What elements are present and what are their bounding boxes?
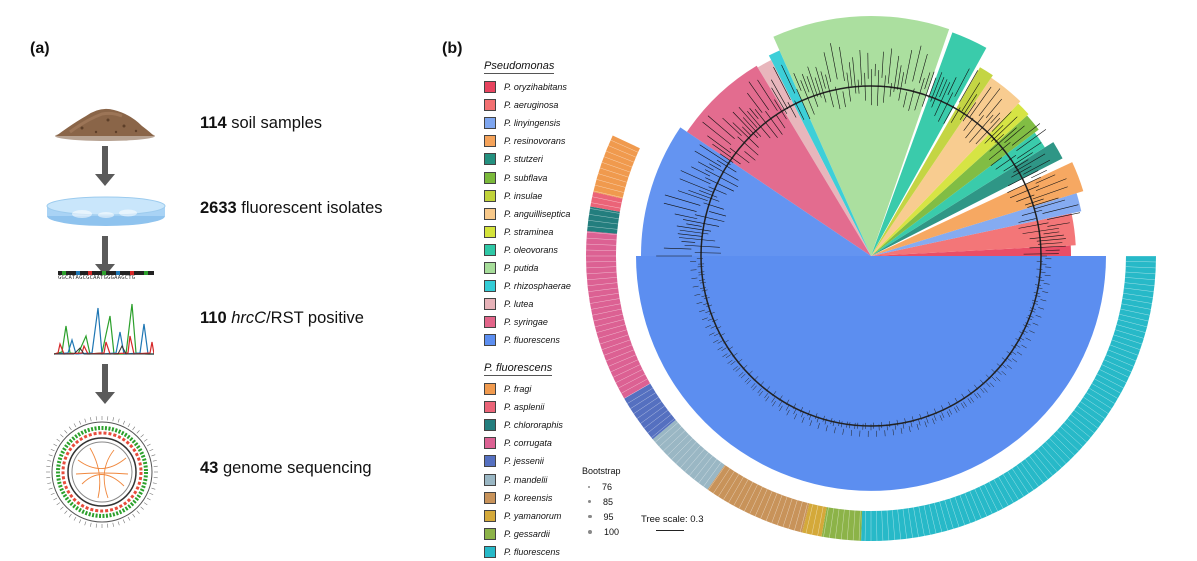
bootstrap-item: 100 xyxy=(582,524,621,539)
legend-item: P. asplenii xyxy=(484,398,563,416)
legend-pseudomonas-title: Pseudomonas xyxy=(484,60,554,74)
legend-item: P. fragi xyxy=(484,380,563,398)
legend-swatch xyxy=(484,419,496,431)
legend-label: P. koreensis xyxy=(504,493,552,503)
legend-swatch xyxy=(484,262,496,274)
legend-swatch xyxy=(484,190,496,202)
legend-label: P. corrugata xyxy=(504,438,552,448)
legend-swatch xyxy=(484,244,496,256)
legend-swatch xyxy=(484,474,496,486)
legend-swatch xyxy=(484,546,496,558)
legend-label: P. mandelii xyxy=(504,475,547,485)
legend-swatch xyxy=(484,153,496,165)
bootstrap-legend: Bootstrap 76 85 95 100 xyxy=(582,466,621,539)
legend-item: P. jessenii xyxy=(484,452,563,470)
legend-item: P. linyingensis xyxy=(484,114,571,132)
legend-label: P. straminea xyxy=(504,227,553,237)
legend-label: P. insulae xyxy=(504,191,542,201)
legend-swatch xyxy=(484,226,496,238)
legend-label: P. fluorescens xyxy=(504,335,560,345)
bootstrap-title: Bootstrap xyxy=(582,466,621,476)
legend-pseudomonas: Pseudomonas P. oryzihabitans P. aeruginos… xyxy=(484,56,571,349)
legend-label: P. fluorescens xyxy=(504,547,560,557)
legend-label: P. oryzihabitans xyxy=(504,82,567,92)
legend-label: P. putida xyxy=(504,263,538,273)
legend-label: P. oleovorans xyxy=(504,245,558,255)
legend-label: P. rhizosphaerae xyxy=(504,281,571,291)
legend-item: P. putida xyxy=(484,259,571,277)
legend-item: P. fluorescens xyxy=(484,543,563,561)
tree-scale-bar xyxy=(656,530,684,531)
legend-label: P. linyingensis xyxy=(504,118,560,128)
legend-label: P. aeruginosa xyxy=(504,100,558,110)
legend-label: P. subflava xyxy=(504,173,547,183)
legend-item: P. rhizosphaerae xyxy=(484,277,571,295)
legend-label: P. syringae xyxy=(504,317,548,327)
legend-swatch xyxy=(484,172,496,184)
legend-swatch xyxy=(484,280,496,292)
bootstrap-item: 95 xyxy=(582,509,621,524)
legend-item: P. aeruginosa xyxy=(484,96,571,114)
legend-swatch xyxy=(484,455,496,467)
legend-swatch xyxy=(484,492,496,504)
legend-item: P. oleovorans xyxy=(484,241,571,259)
legend-item: P. koreensis xyxy=(484,489,563,507)
legend-fluorescens: P. fluorescens P. fragi P. asplenii P. chl… xyxy=(484,358,563,561)
legend-label: P. gessardii xyxy=(504,529,550,539)
legend-label: P. anguilliseptica xyxy=(504,209,570,219)
legend-label: P. resinovorans xyxy=(504,136,565,146)
legend-item: P. yamanorum xyxy=(484,507,563,525)
legend-label: P. jessenii xyxy=(504,456,544,466)
legend-item: P. syringae xyxy=(484,313,571,331)
legend-item: P. resinovorans xyxy=(484,132,571,150)
legend-item: P. stutzeri xyxy=(484,150,571,168)
legend-label: P. lutea xyxy=(504,299,533,309)
legend-swatch xyxy=(484,298,496,310)
tree-scale-label: Tree scale: 0.3 xyxy=(641,514,703,525)
bootstrap-item: 85 xyxy=(582,494,621,509)
legend-item: P. fluorescens xyxy=(484,331,571,349)
legend-swatch xyxy=(484,383,496,395)
legend-item: P. subflava xyxy=(484,168,571,186)
legend-item: P. gessardii xyxy=(484,525,563,543)
legend-swatch xyxy=(484,437,496,449)
bootstrap-item: 76 xyxy=(582,479,621,494)
legend-swatch xyxy=(484,99,496,111)
legend-fluorescens-title: P. fluorescens xyxy=(484,362,552,376)
legend-swatch xyxy=(484,510,496,522)
legend-item: P. corrugata xyxy=(484,434,563,452)
legend-label: P. stutzeri xyxy=(504,154,543,164)
legend-swatch xyxy=(484,334,496,346)
legend-item: P. oryzihabitans xyxy=(484,78,571,96)
legend-label: P. fragi xyxy=(504,384,531,394)
legend-item: P. straminea xyxy=(484,223,571,241)
legend-item: P. mandelii xyxy=(484,470,563,488)
legend-label: P. yamanorum xyxy=(504,511,561,521)
legend-swatch xyxy=(484,316,496,328)
legend-item: P. anguilliseptica xyxy=(484,205,571,223)
legend-swatch xyxy=(484,528,496,540)
legend-swatch xyxy=(484,81,496,93)
legend-item: P. lutea xyxy=(484,295,571,313)
legend-swatch xyxy=(484,117,496,129)
subgroup-ring-segment xyxy=(593,136,640,199)
legend-label: P. chlororaphis xyxy=(504,420,563,430)
legend-swatch xyxy=(484,208,496,220)
legend-swatch xyxy=(484,135,496,147)
legend-item: P. chlororaphis xyxy=(484,416,563,434)
legend-swatch xyxy=(484,401,496,413)
legend-label: P. asplenii xyxy=(504,402,544,412)
legend-item: P. insulae xyxy=(484,187,571,205)
